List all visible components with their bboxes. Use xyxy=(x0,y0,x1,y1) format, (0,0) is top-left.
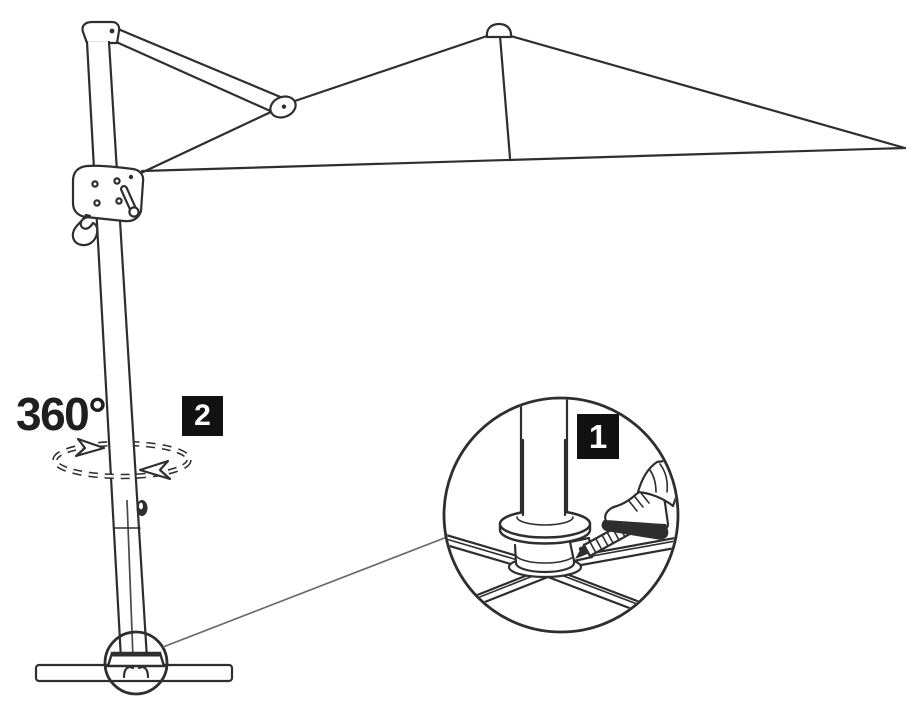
arm-bottom-edge xyxy=(112,39,279,116)
clamp-bolt xyxy=(115,197,123,205)
base-bar-body xyxy=(34,663,234,683)
rotation-arrowhead-ccw xyxy=(138,459,172,481)
magnifier-detail xyxy=(445,399,677,621)
shoe-laces xyxy=(628,492,650,512)
foot-on-pedal xyxy=(601,457,677,540)
arm-joint xyxy=(269,95,297,119)
clamp-hook xyxy=(71,213,99,247)
base-pedestal xyxy=(106,651,166,679)
umbrella-canopy xyxy=(139,22,907,175)
clamp-pin xyxy=(128,174,134,180)
zoom-source-circle xyxy=(103,630,169,696)
pole-knob xyxy=(136,500,148,516)
canopy-apex-cap xyxy=(485,22,513,39)
hub-ring xyxy=(498,399,592,545)
cap-bolt xyxy=(109,28,115,34)
pedestal-foot xyxy=(122,665,135,679)
rotation-label: 360° xyxy=(16,388,107,440)
canopy-center-rib xyxy=(498,34,512,160)
shoe-sole xyxy=(601,520,669,540)
clamp-bolt xyxy=(91,180,99,188)
canopy-front-edge xyxy=(140,146,907,173)
pole-top-cap xyxy=(81,20,121,45)
canopy-left-rib xyxy=(281,33,492,107)
pole-left-edge xyxy=(85,40,123,661)
step-1-badge: 1 xyxy=(577,414,619,459)
rotation-arrowhead-cw xyxy=(74,437,106,458)
magnifier-circle xyxy=(442,396,680,634)
base-bar-highlight xyxy=(40,668,228,672)
rotation-360-arrow xyxy=(52,437,192,481)
pole-right-edge xyxy=(107,40,149,661)
pedestal-foot xyxy=(137,665,150,679)
canopy-right-rib xyxy=(505,33,907,150)
zoom-connector-line xyxy=(162,536,448,648)
support-arm xyxy=(112,27,297,119)
clamp-bolt xyxy=(93,199,101,207)
umbrella-pole xyxy=(85,40,149,661)
clamp-bolt xyxy=(113,177,121,185)
arm-joint-bolt xyxy=(281,104,287,109)
crank-knob xyxy=(128,206,140,218)
step-2-badge: 2 xyxy=(182,396,223,436)
canopy-support-line xyxy=(139,109,275,175)
hub-hole-rim xyxy=(516,516,574,526)
clamp-plate xyxy=(71,164,145,223)
pole-clamp xyxy=(71,164,145,247)
arm-top-edge xyxy=(116,27,292,103)
base-bar xyxy=(34,663,234,683)
